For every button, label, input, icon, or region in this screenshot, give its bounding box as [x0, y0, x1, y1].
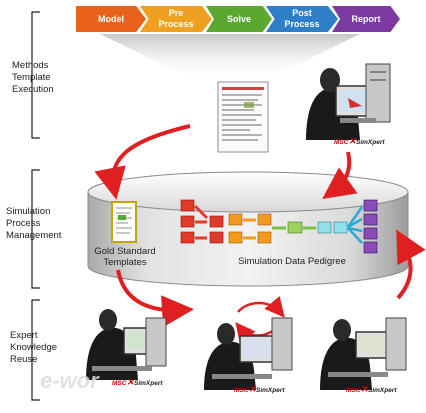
brand-mark-left: MSC✕SimXpert — [112, 377, 163, 388]
step-post-process: Post Process — [266, 6, 338, 32]
template-document-icon — [217, 81, 269, 153]
cube-orange-2 — [228, 231, 243, 244]
gold-standard-label: Gold Standard Templates — [94, 246, 156, 268]
user-workstation-left — [86, 309, 167, 380]
cube-red-2 — [180, 215, 195, 228]
user-workstation-top — [306, 63, 391, 140]
funnel-shape — [100, 34, 360, 82]
arrow-user-to-cylinder — [322, 151, 358, 199]
brand-mark-right: MSC✕SimXpert — [346, 384, 397, 395]
bracket-simulation — [31, 169, 40, 289]
brand-msc: MSC — [346, 387, 361, 394]
brand-simxpert: SimXpert — [368, 387, 397, 394]
label-methods: Methods Template Execution — [12, 60, 54, 95]
cube-purple-2 — [363, 213, 378, 226]
arrow-collab-top — [237, 295, 285, 318]
pedigree-flow — [180, 199, 378, 254]
arrow-collab-bottom — [235, 322, 277, 345]
arrow-template-to-cylinder — [94, 124, 191, 200]
cube-red-5 — [209, 231, 224, 244]
brand-msc: MSC — [112, 380, 127, 387]
step-solve: Solve — [206, 6, 272, 32]
user-workstation-right — [320, 317, 407, 390]
bracket-methods — [31, 11, 40, 139]
cube-cyan-1 — [317, 221, 332, 234]
brand-msc: MSC — [334, 139, 349, 146]
cube-purple-3 — [363, 227, 378, 240]
user-workstation-middle — [204, 317, 293, 390]
cube-cyan-2 — [333, 221, 348, 234]
cube-orange-4 — [257, 231, 272, 244]
step-report: Report — [332, 6, 400, 32]
gold-template-icon — [111, 201, 137, 243]
brand-mark-middle: MSC✕SimXpert — [234, 384, 285, 395]
bracket-expert — [31, 299, 40, 401]
cube-red-1 — [180, 199, 195, 212]
arrow-cylinder-to-expert — [116, 269, 194, 328]
cube-orange-1 — [228, 213, 243, 226]
cube-red-3 — [180, 231, 195, 244]
label-simulation: Simulation Process Management — [6, 206, 62, 241]
cube-green — [287, 221, 303, 234]
cube-red-4 — [209, 215, 224, 228]
x-logo-icon: ✕ — [126, 377, 134, 387]
x-logo-icon: ✕ — [248, 384, 256, 394]
label-expert: Expert Knowledge Reuse — [10, 330, 58, 365]
arrow-expert-to-cylinder — [396, 229, 426, 300]
pedigree-label: Simulation Data Pedigree — [238, 256, 346, 267]
step-pre-process: Pre Process — [140, 6, 212, 32]
cube-orange-3 — [257, 213, 272, 226]
cube-purple-1 — [363, 199, 378, 212]
brand-simxpert: SimXpert — [256, 387, 285, 394]
brand-simxpert: SimXpert — [134, 380, 163, 387]
x-logo-icon: ✕ — [360, 384, 368, 394]
brand-simxpert: SimXpert — [356, 139, 385, 146]
x-logo-icon: ✕ — [348, 136, 356, 146]
cube-purple-4 — [363, 241, 378, 254]
step-model: Model — [76, 6, 146, 32]
brand-msc: MSC — [234, 387, 249, 394]
watermark: e-wor — [40, 368, 99, 393]
brand-mark-top: MSC✕SimXpert — [334, 136, 385, 147]
